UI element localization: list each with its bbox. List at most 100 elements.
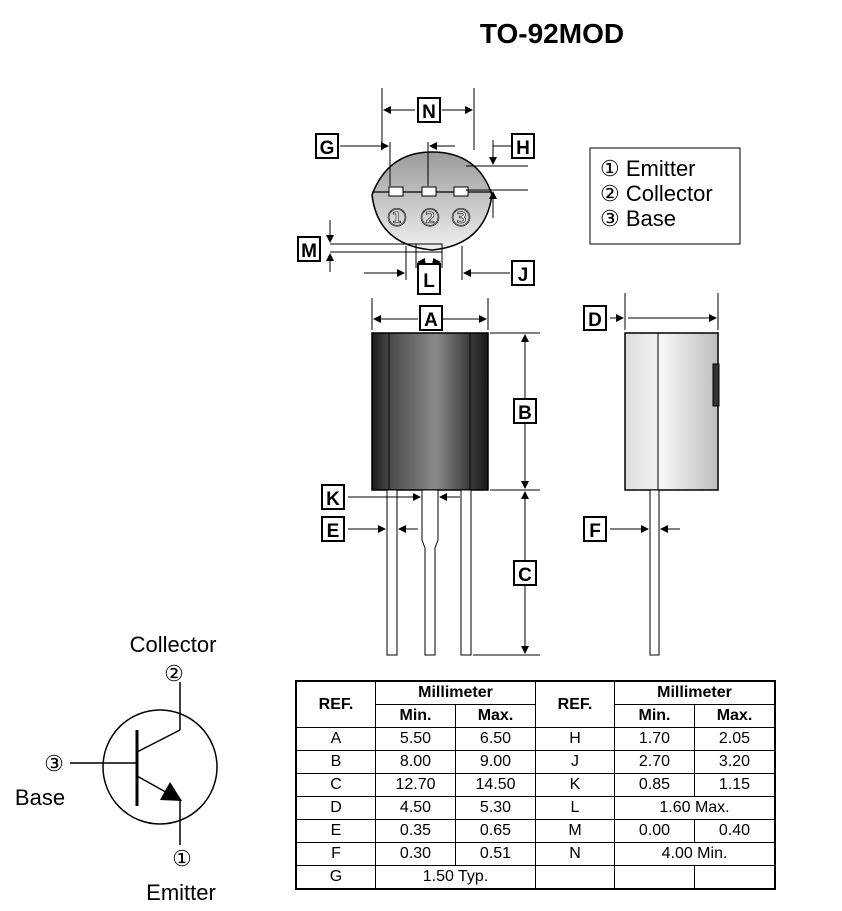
value-span-cell: 1.60 Max. bbox=[614, 796, 776, 820]
max-header-right: Max. bbox=[694, 704, 776, 728]
front-view bbox=[371, 332, 489, 656]
emitter-label: Emitter bbox=[146, 880, 216, 905]
dimension-N: N bbox=[381, 88, 475, 150]
lead-emitter bbox=[386, 489, 398, 656]
max-cell: 0.65 bbox=[455, 819, 536, 843]
max-cell bbox=[694, 865, 776, 890]
max-header-left: Max. bbox=[455, 704, 536, 728]
ref-cell: D bbox=[295, 796, 376, 820]
min-cell: 0.30 bbox=[375, 842, 456, 866]
max-cell: 5.30 bbox=[455, 796, 536, 820]
millimeter-header-right: Millimeter bbox=[614, 680, 776, 705]
dimension-E: E bbox=[321, 516, 418, 542]
min-cell: 0.35 bbox=[375, 819, 456, 843]
dimension-J: J bbox=[364, 246, 535, 286]
legend-base: ③ Base bbox=[600, 206, 676, 231]
ref-cell: N bbox=[535, 842, 615, 866]
emitter-arrow bbox=[160, 782, 182, 801]
millimeter-header-left: Millimeter bbox=[375, 680, 536, 705]
svg-text:C: C bbox=[518, 565, 532, 586]
side-view bbox=[624, 332, 720, 656]
pin-number-1: ① bbox=[386, 205, 408, 232]
max-cell: 1.15 bbox=[694, 773, 776, 797]
dimension-L: L bbox=[415, 252, 443, 295]
min-cell bbox=[614, 865, 695, 890]
svg-text:B: B bbox=[518, 403, 532, 424]
min-cell: 4.50 bbox=[375, 796, 456, 820]
lead-base bbox=[460, 489, 472, 656]
svg-text:E: E bbox=[327, 521, 340, 542]
max-cell: 0.51 bbox=[455, 842, 536, 866]
min-cell: 8.00 bbox=[375, 750, 456, 774]
min-cell: 2.70 bbox=[614, 750, 695, 774]
ref-cell: A bbox=[295, 727, 376, 751]
legend-collector: ② Collector bbox=[600, 181, 713, 206]
page-title: TO-92MOD bbox=[479, 18, 625, 49]
package-side bbox=[624, 332, 719, 491]
value-span-cell: 1.50 Typ. bbox=[375, 865, 536, 890]
ref-cell: H bbox=[535, 727, 615, 751]
dimension-D: D bbox=[583, 293, 719, 331]
svg-text:L: L bbox=[423, 271, 435, 292]
min-cell: 0.85 bbox=[614, 773, 695, 797]
ref-cell: F bbox=[295, 842, 376, 866]
ref-cell: K bbox=[535, 773, 615, 797]
svg-text:M: M bbox=[301, 241, 317, 262]
ref-cell: M bbox=[535, 819, 615, 843]
svg-text:G: G bbox=[320, 138, 335, 159]
ref-cell: C bbox=[295, 773, 376, 797]
min-cell: 1.70 bbox=[614, 727, 695, 751]
transistor-symbol: Collector ② ③ Base ① Emitter bbox=[15, 632, 218, 905]
min-cell: 12.70 bbox=[375, 773, 456, 797]
dimension-B: B bbox=[490, 332, 540, 491]
svg-text:N: N bbox=[422, 102, 436, 123]
ref-cell: G bbox=[295, 865, 376, 890]
max-cell: 14.50 bbox=[455, 773, 536, 797]
symbol-circle bbox=[102, 709, 218, 825]
pin-pad-2 bbox=[421, 186, 437, 197]
dimension-F: F bbox=[583, 516, 680, 542]
svg-text:F: F bbox=[589, 521, 601, 542]
svg-text:H: H bbox=[516, 138, 530, 159]
base-label: Base bbox=[15, 785, 65, 810]
ref-cell: L bbox=[535, 796, 615, 820]
lead-side bbox=[649, 489, 660, 656]
ref-header-right: REF. bbox=[535, 680, 615, 728]
min-header-right: Min. bbox=[614, 704, 695, 728]
dimension-K: K bbox=[321, 484, 460, 510]
max-cell: 2.05 bbox=[694, 727, 776, 751]
max-cell: 9.00 bbox=[455, 750, 536, 774]
ref-cell: B bbox=[295, 750, 376, 774]
ref-cell: J bbox=[535, 750, 615, 774]
dimension-C: C bbox=[473, 491, 540, 656]
legend-emitter: ① Emitter bbox=[600, 156, 696, 181]
dimension-A: A bbox=[371, 298, 489, 331]
collector-label: Collector bbox=[130, 632, 217, 657]
svg-text:A: A bbox=[424, 310, 438, 331]
max-cell: 3.20 bbox=[694, 750, 776, 774]
emitter-pin: ① bbox=[172, 846, 192, 871]
collector-pin: ② bbox=[164, 661, 184, 686]
max-cell: 0.40 bbox=[694, 819, 776, 843]
min-header-left: Min. bbox=[375, 704, 456, 728]
dimension-G: G bbox=[315, 133, 455, 186]
max-cell: 6.50 bbox=[455, 727, 536, 751]
dimension-M: M bbox=[297, 220, 416, 272]
dimension-table: REF. Millimeter REF. Millimeter Min. Max… bbox=[295, 680, 776, 890]
pin-number-2: ② bbox=[419, 205, 441, 232]
min-cell: 5.50 bbox=[375, 727, 456, 751]
lead-collector bbox=[421, 489, 439, 656]
pin-pad-3 bbox=[453, 186, 469, 197]
svg-text:D: D bbox=[588, 310, 602, 331]
svg-text:J: J bbox=[518, 265, 529, 286]
ref-cell: E bbox=[295, 819, 376, 843]
